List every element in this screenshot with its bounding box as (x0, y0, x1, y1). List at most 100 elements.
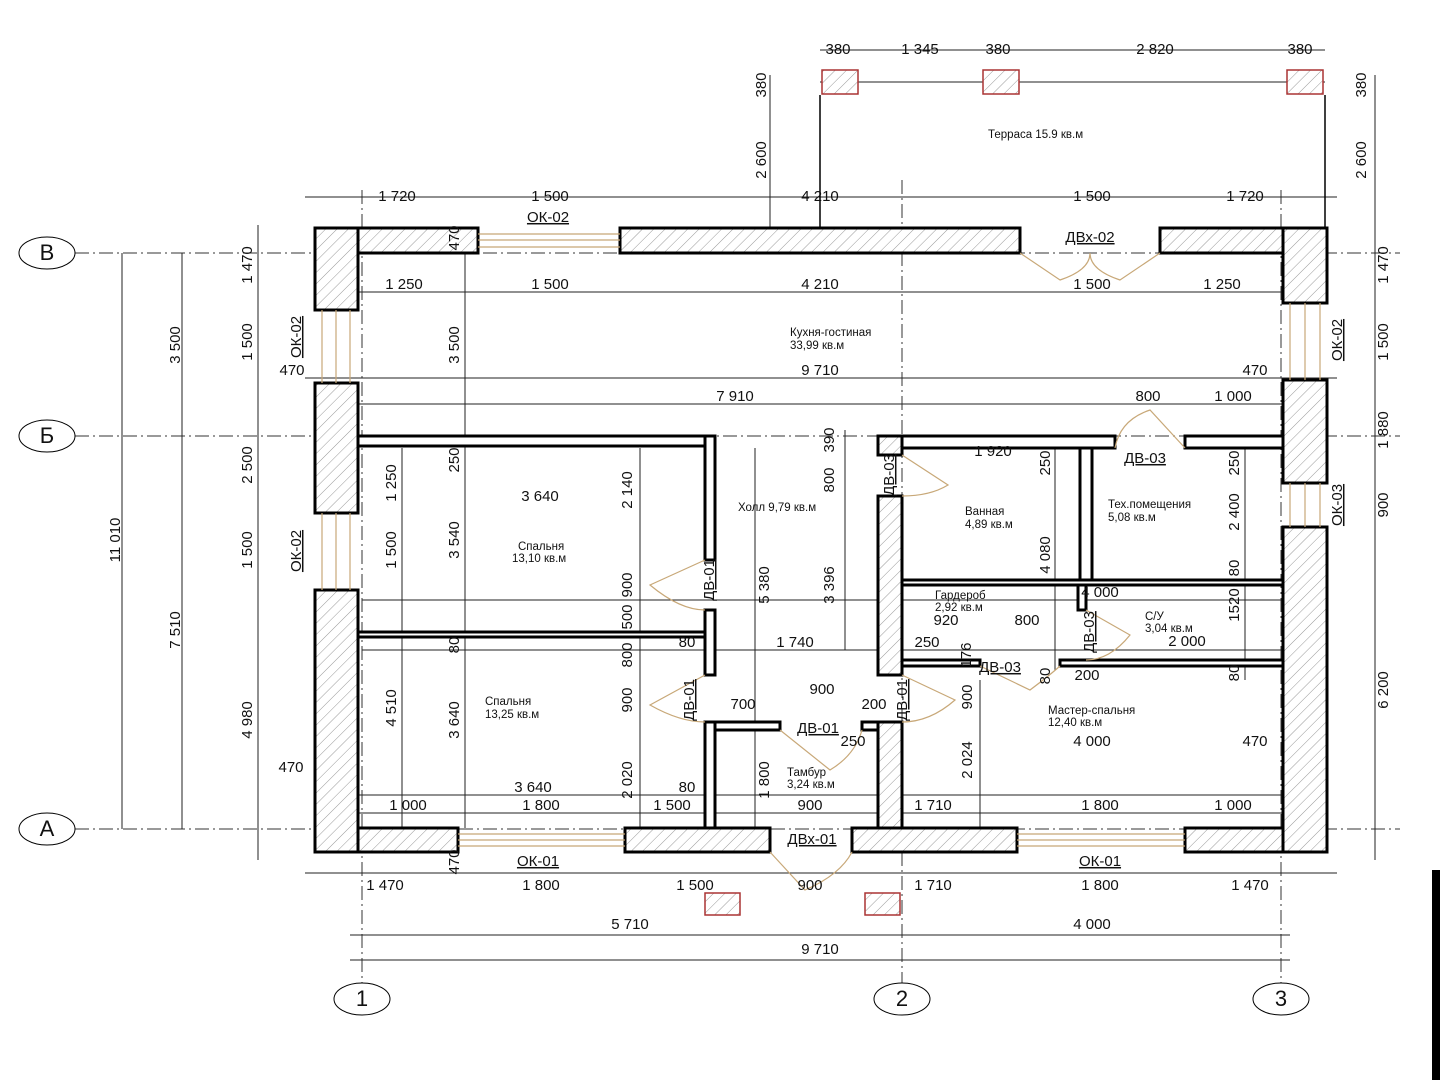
opening-mark: ОК-03 (1329, 484, 1346, 526)
dimension-label: 1 720 (1226, 188, 1264, 205)
axis-label-row: А (40, 816, 55, 841)
dimension-label: 470 (279, 362, 304, 379)
dimension-label: 4 980 (239, 701, 256, 739)
dimension-label: 1 250 (1203, 276, 1241, 293)
dimension-label: 3 500 (167, 326, 184, 364)
dimension-lines (121, 49, 1376, 961)
room-area: 5,08 кв.м (1108, 512, 1156, 524)
axis-label-col: 3 (1275, 986, 1287, 1011)
dimension-label: 1 500 (1073, 276, 1111, 293)
opening-mark: ДВх-02 (1065, 229, 1114, 246)
dimension-label: 900 (619, 572, 636, 597)
dimension-label: 500 (619, 604, 636, 629)
room-area: 13,10 кв.м (512, 553, 566, 565)
dimension-label: 380 (753, 72, 770, 97)
room-area: 2,92 кв.м (935, 602, 983, 614)
dimension-label: 1 500 (1073, 188, 1111, 205)
dimension-label: 1 500 (383, 531, 400, 569)
room-name: Тех.помещения (1108, 499, 1191, 511)
terrace-post (1286, 69, 1324, 95)
dimension-label: 1 500 (239, 323, 256, 361)
dimension-label: 380 (825, 41, 850, 58)
axis-label-row: В (40, 240, 55, 265)
dimension-label: 470 (1242, 733, 1267, 750)
terrace-post (821, 69, 859, 95)
dimension-label: 80 (679, 634, 696, 651)
dimension-label: 2 000 (1168, 633, 1206, 650)
dimension-label: 1 500 (653, 797, 691, 814)
dimension-label: 3 640 (521, 488, 559, 505)
dimension-label: 470 (446, 849, 463, 874)
opening-mark: ДВ-03 (979, 659, 1021, 676)
dimension-label: 250 (1226, 450, 1243, 475)
dimension-label: 1 470 (1375, 246, 1392, 284)
dimension-label: 1 500 (1375, 323, 1392, 361)
dimension-label: 2 500 (239, 446, 256, 484)
dimension-label: 250 (1037, 450, 1054, 475)
dimension-label: 1 500 (239, 531, 256, 569)
dimension-label: 700 (730, 696, 755, 713)
opening-mark: ДВх-01 (787, 831, 836, 848)
dimension-label: 1 345 (901, 41, 939, 58)
opening-mark: ДВ-01 (894, 679, 911, 721)
dimension-label: 176 (958, 642, 975, 667)
dimension-label: 800 (619, 642, 636, 667)
dimension-label: 380 (1287, 41, 1312, 58)
dimension-label: 9 710 (801, 362, 839, 379)
grid-axis-markers: В Б А 1 2 3 (18, 236, 1310, 1016)
opening-mark: ДВ-01 (681, 679, 698, 721)
axis-label-col: 1 (356, 986, 368, 1011)
room-area: 3,04 кв.м (1145, 623, 1193, 635)
porch-post (864, 892, 901, 916)
dimension-label: 6 200 (1375, 671, 1392, 709)
dimension-label: 1 880 (1375, 411, 1392, 449)
edge-bar (1432, 870, 1440, 1080)
room-area: 13,25 кв.м (485, 709, 539, 721)
dimension-label: 900 (959, 684, 976, 709)
room-name: С/У (1145, 611, 1165, 623)
dimension-label: 1 000 (1214, 797, 1252, 814)
opening-mark: ДВ-03 (1124, 450, 1166, 467)
room-area: 3,24 кв.м (787, 779, 835, 791)
opening-mark: ОК-02 (288, 530, 305, 572)
dimension-label: 5 380 (756, 566, 773, 604)
dimension-label: 3 500 (446, 326, 463, 364)
dimension-label: 80 (1037, 668, 1054, 685)
dimension-label: 4 210 (801, 276, 839, 293)
dimension-label: 11 010 (107, 518, 124, 563)
opening-mark: ОК-01 (1079, 853, 1121, 870)
dimension-label: 200 (1074, 667, 1099, 684)
dimension-label: 800 (1014, 612, 1039, 629)
dimension-label: 470 (1242, 362, 1267, 379)
room-area: 4,89 кв.м (965, 519, 1013, 531)
room-name: Холл 9,79 кв.м (738, 502, 816, 514)
dimension-label: 2 140 (619, 471, 636, 509)
dimension-label: 1 740 (776, 634, 814, 651)
dimension-label: 4 000 (1073, 733, 1111, 750)
dimension-label: 1 920 (974, 443, 1012, 460)
axis-label-col: 2 (896, 986, 908, 1011)
porch-post (704, 892, 741, 916)
dimension-label: 390 (821, 427, 838, 452)
opening-mark: ДВ-01 (701, 559, 718, 601)
dimension-label: 1 000 (1214, 388, 1252, 405)
dimension-label: 4 510 (383, 689, 400, 727)
dimension-label: 1 710 (914, 877, 952, 894)
room-name: Спальня (485, 696, 531, 708)
dimension-label: 3 640 (514, 779, 552, 796)
opening-mark: ДВ-03 (1081, 611, 1098, 653)
room-name: Мастер-спальня (1048, 705, 1135, 717)
room-name: Кухня-гостиная (790, 327, 871, 339)
terrace (704, 69, 1326, 916)
dimension-label: 470 (446, 225, 463, 250)
dimension-label: 3 396 (821, 566, 838, 604)
opening-mark: ОК-02 (288, 316, 305, 358)
dimension-label: 1 250 (385, 276, 423, 293)
dimension-label: 250 (840, 733, 865, 750)
interior-walls (356, 434, 1285, 830)
room-area: 12,40 кв.м (1048, 717, 1102, 729)
dimension-label: 900 (619, 687, 636, 712)
